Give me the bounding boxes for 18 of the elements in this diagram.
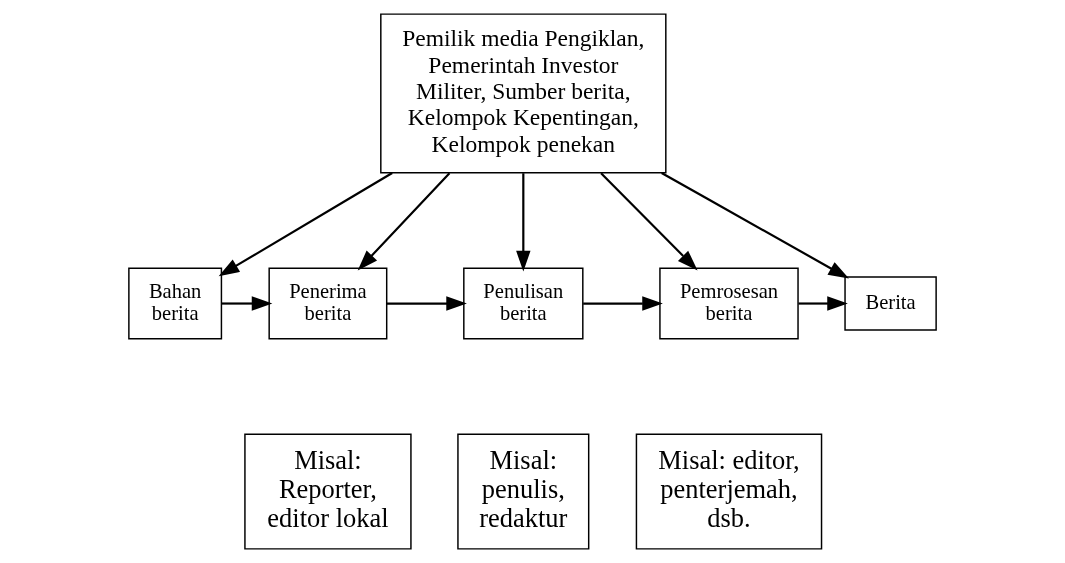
node-box: Pemrosesan berita [659,267,799,340]
arrow [218,172,393,277]
arrow [221,296,273,311]
node-box: Berita [844,276,937,331]
arrow [516,173,531,272]
node-box: Misal: penulis, redaktur [457,433,590,550]
node-box: Penulisan berita [463,267,584,340]
arrow [357,172,451,271]
node-box: Bahan berita [128,267,223,340]
arrow [386,296,467,311]
node-box: Misal: Reporter, editor lokal [244,433,412,550]
node-box: Misal: editor, penterjemah, dsb. [635,433,823,550]
arrow [798,296,848,311]
node-box: Penerima berita [268,267,388,340]
arrow [583,296,663,311]
arrow [600,172,698,271]
arrow [661,172,849,279]
node-box: Pemilik media Pengiklan, Pemerintah Investor Militer, Sumber berita, Kelompok Kepentingan, Kelompok penekan [380,13,667,174]
